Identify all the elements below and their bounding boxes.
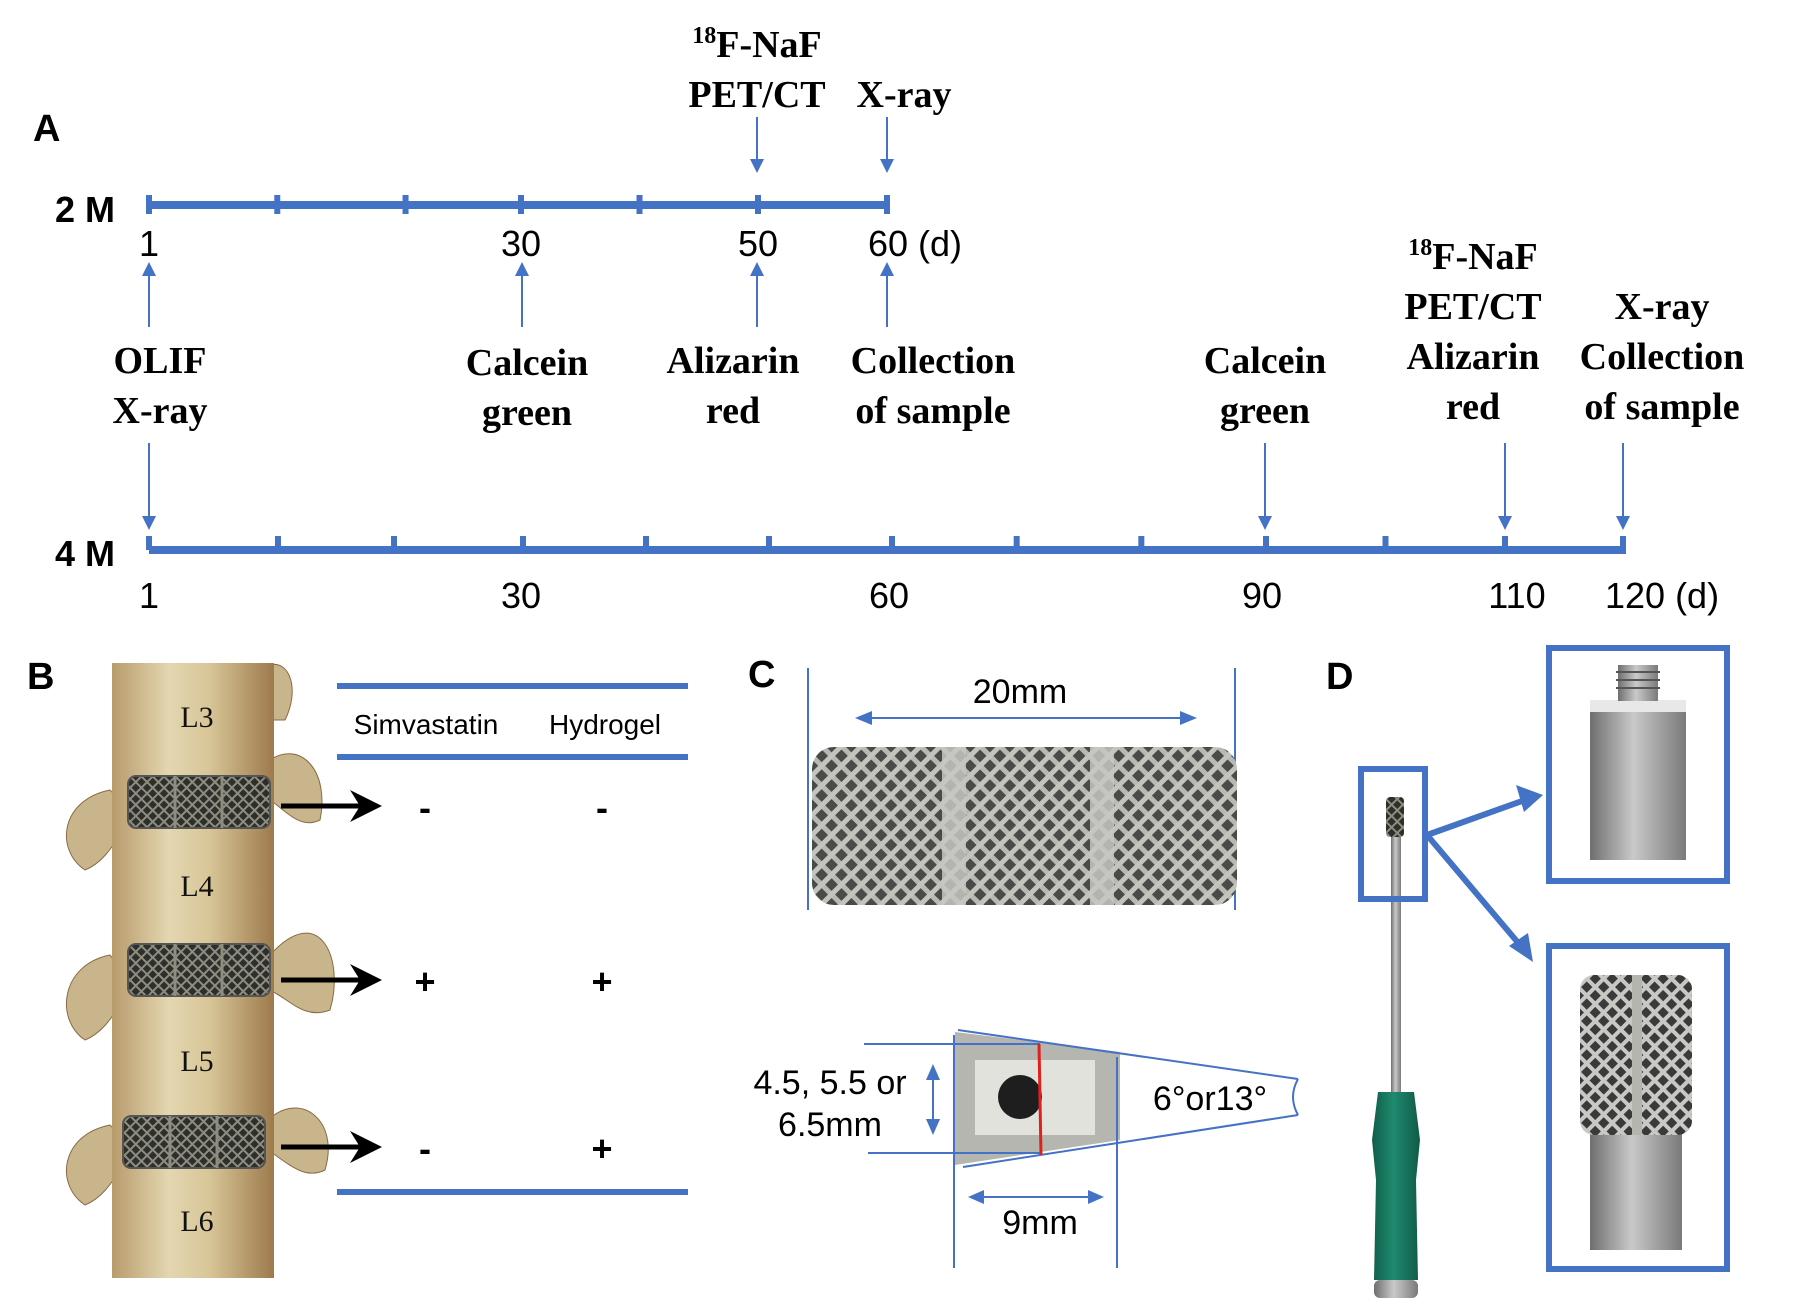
width-label: 9mm <box>1002 1204 1078 1242</box>
event-petct-2m-line2: PET/CT <box>688 74 826 116</box>
event-calcein-30-line1: Calcein <box>465 342 589 384</box>
event-petct-2m: 18F-NaF PET/CT <box>688 20 825 120</box>
vertebra-l5: L5 <box>180 1045 214 1078</box>
event-120-line3: of sample <box>1584 386 1740 428</box>
event-alizarin-50-line1: Alizarin <box>666 340 800 382</box>
height-label-line1: 4.5, 5.5 or <box>753 1064 907 1102</box>
tick-2m-60: 60 (d) <box>868 223 963 264</box>
height-label-line2: 6.5mm <box>778 1106 882 1144</box>
tick-4m-90: 90 <box>1241 575 1283 616</box>
event-calcein-30-line2: green <box>481 392 573 434</box>
event-collection-60-line2: of sample <box>855 390 1011 432</box>
arrow-4m-calcein-90-head <box>1258 516 1272 530</box>
arrow-4m-120-head <box>1616 516 1630 530</box>
track-4m-label: 4 M <box>55 533 116 574</box>
table-cell-row3-simvastatin: - <box>419 1128 431 1169</box>
tick-4m-30: 30 <box>500 575 542 616</box>
event-110-line4: red <box>1445 386 1501 428</box>
panel-b-label: B <box>27 656 55 698</box>
table-cell-row2-hydrogel: + <box>591 961 613 1002</box>
tick-2m-50: 50 <box>737 223 779 264</box>
vertebra-l4: L4 <box>180 870 214 903</box>
arrow-2m-petct-head <box>750 159 764 173</box>
red-marker-line <box>1037 1043 1043 1156</box>
vertebra-l3: L3 <box>180 701 214 734</box>
side-arrowheads <box>926 1064 1104 1204</box>
tick-4m-120: 120 (d) <box>1605 575 1720 616</box>
zoom-arrowheads <box>1509 785 1543 962</box>
event-110-line3: Alizarin <box>1406 336 1540 378</box>
event-110-line2: PET/CT <box>1404 286 1542 328</box>
level-arrows <box>281 790 382 1163</box>
arrow-4m-olif-head <box>142 516 156 530</box>
event-olif: OLIF X-ray <box>113 336 208 436</box>
event-calcein-30: Calcein green <box>466 338 588 438</box>
panel-a-label: A <box>33 108 61 150</box>
zoom-boxes <box>1358 645 1730 1272</box>
event-alizarin-50: Alizarin red <box>667 336 800 436</box>
length-arrowheads <box>855 711 1197 725</box>
table-cell-row2-simvastatin: + <box>414 961 436 1002</box>
side-dimension-lines <box>864 1029 1299 1268</box>
event-110-line1: 18F-NaF <box>1408 235 1538 278</box>
cage-top-view <box>812 747 1237 905</box>
angle-label: 6°or13° <box>1152 1080 1268 1118</box>
spine-cages <box>122 775 271 1169</box>
event-calcein-90-line2: green <box>1219 390 1311 432</box>
timeline-graphic <box>142 117 1630 554</box>
inserter-instrument <box>1372 797 1420 1298</box>
event-120-line1: X-ray <box>1614 286 1710 328</box>
tick-4m-60: 60 <box>868 575 910 616</box>
cage-on-tip-closeup <box>1580 975 1692 1250</box>
length-label: 20mm <box>972 673 1068 711</box>
arrow-up-olif-head <box>142 262 156 276</box>
event-olif-line1: OLIF <box>113 340 207 382</box>
event-xray-2m: X-ray <box>856 74 952 116</box>
table-cell-row1-hydrogel: - <box>596 787 608 828</box>
event-olif-line2: X-ray <box>112 390 208 432</box>
arrow-up-alizarin-50-head <box>750 262 764 276</box>
event-petct-2m-line1: 18F-NaF <box>692 23 822 66</box>
event-collection-60-line1: Collection <box>850 340 1016 382</box>
table-cell-row3-hydrogel: + <box>591 1128 613 1169</box>
event-calcein-90: Calcein green <box>1204 336 1326 436</box>
table-header-simvastatin: Simvastatin <box>353 709 499 740</box>
arrow-2m-xray-head <box>880 159 894 173</box>
tick-4m-1: 1 <box>138 575 160 616</box>
cage-screw-hole <box>998 1075 1042 1119</box>
track-2m-label: 2 M <box>55 189 116 230</box>
tick-2m-1: 1 <box>138 223 160 264</box>
arrow-4m-110-head <box>1498 516 1512 530</box>
threaded-tip-closeup <box>1590 665 1686 860</box>
event-120-line2: Collection <box>1579 336 1745 378</box>
table-rules <box>337 683 688 1195</box>
arrow-up-collection-60-head <box>880 262 894 276</box>
event-calcein-90-line1: Calcein <box>1203 340 1327 382</box>
event-petct-alizarin-110: 18F-NaF PET/CT Alizarin red <box>1404 232 1541 432</box>
event-collection-60: Collection of sample <box>851 336 1016 436</box>
panel-c-label: C <box>748 654 776 696</box>
arrow-up-calcein-30-head <box>515 262 529 276</box>
vertebra-l6: L6 <box>180 1205 214 1238</box>
panel-d-label: D <box>1326 656 1354 698</box>
event-alizarin-50-line2: red <box>705 390 761 432</box>
tick-2m-30: 30 <box>500 223 542 264</box>
tick-4m-110: 110 <box>1488 575 1546 616</box>
table-header-hydrogel: Hydrogel <box>548 709 662 740</box>
event-xray-collection-120: X-ray Collection of sample <box>1580 282 1745 432</box>
height-label: 4.5, 5.5 or 6.5mm <box>753 1062 906 1146</box>
table-cell-row1-simvastatin: - <box>419 787 431 828</box>
